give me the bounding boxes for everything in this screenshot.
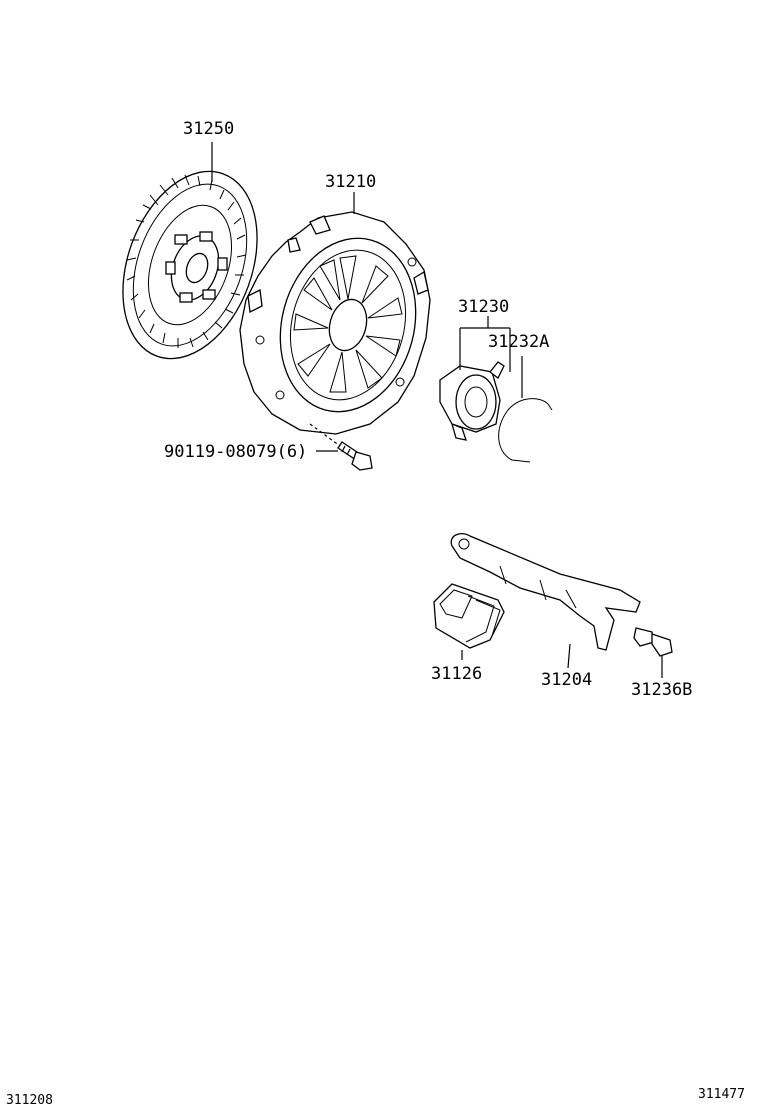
leader-lines <box>211 142 663 678</box>
callout-31230: 31230 <box>458 297 509 317</box>
boot-part[interactable] <box>433 583 505 649</box>
release-fork-part[interactable] <box>450 532 641 651</box>
callout-31232A: 31232A <box>488 332 549 352</box>
footer-right-code: 311477 <box>698 1087 745 1102</box>
footer-left-code: 311208 <box>6 1093 53 1108</box>
bolt-part[interactable] <box>337 441 373 471</box>
callout-bolt: 90119-08079(6) <box>164 442 307 462</box>
callout-31126: 31126 <box>431 664 482 684</box>
clutch-disc-part[interactable] <box>99 153 282 378</box>
callout-31250: 31250 <box>183 119 234 139</box>
callout-31236B: 31236B <box>631 680 692 700</box>
release-bearing-part[interactable] <box>439 361 505 441</box>
callout-31210: 31210 <box>325 172 376 192</box>
clutch-cover-part[interactable] <box>239 211 435 435</box>
callout-31204: 31204 <box>541 670 592 690</box>
fork-support-part[interactable] <box>633 627 673 657</box>
release-bearing-clip-part[interactable] <box>498 398 553 463</box>
